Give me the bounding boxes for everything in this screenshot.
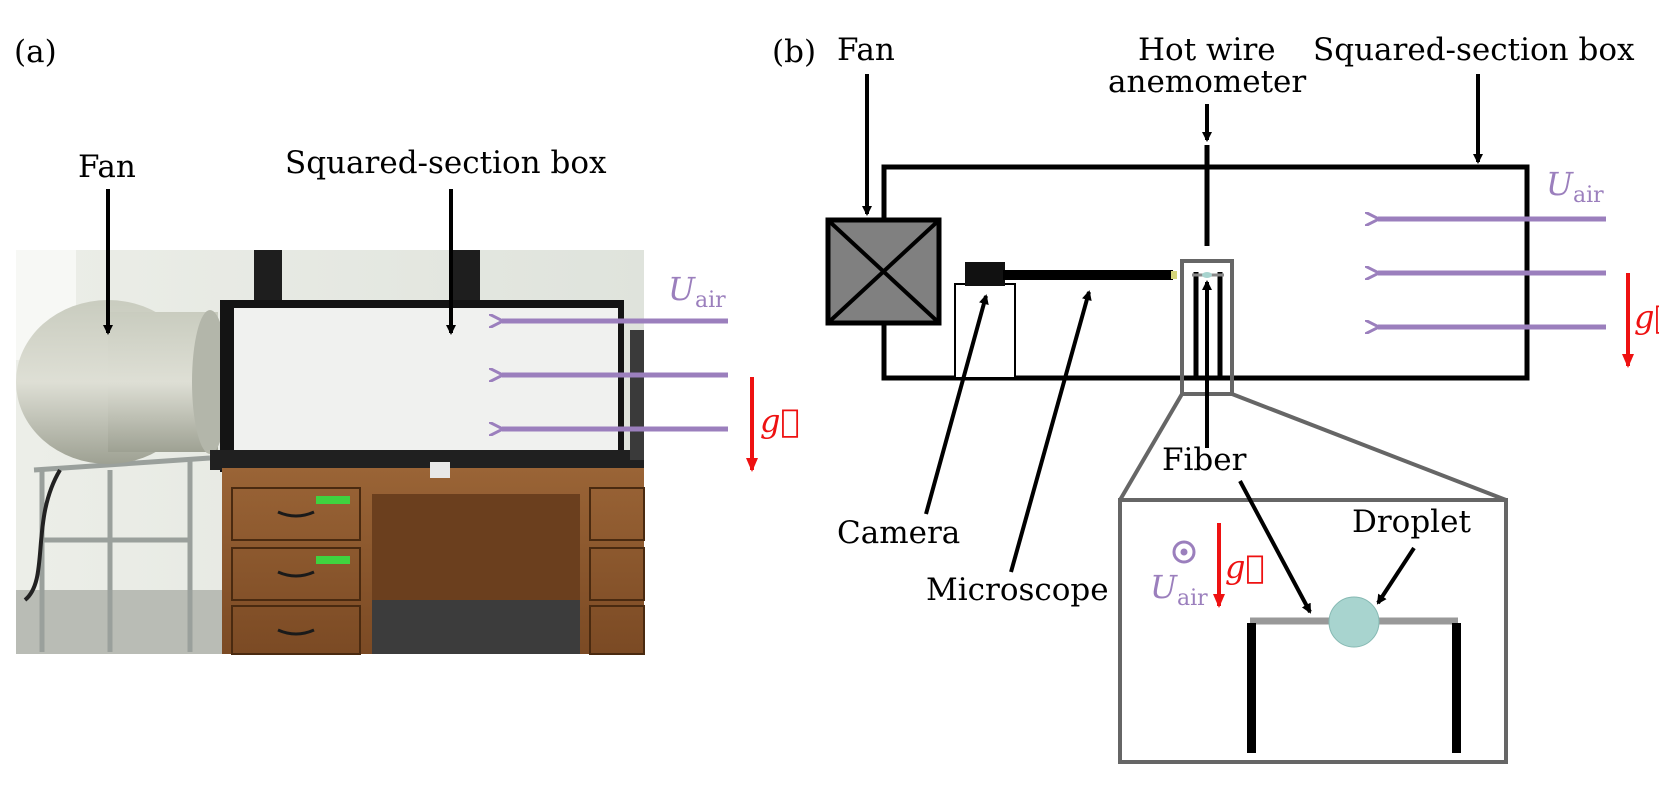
panel-a-box-label: Squared-section box <box>285 145 607 181</box>
panel-a: (a) <box>14 34 800 655</box>
green-tag-middle <box>316 556 350 564</box>
fan-stand <box>33 455 211 652</box>
zoom-line-right <box>1231 392 1507 502</box>
camera-body <box>965 262 1005 286</box>
fan-symbol <box>825 217 942 326</box>
box-right-edge <box>630 330 644 460</box>
uair-out-of-plane-icon <box>1172 540 1196 564</box>
panel-a-fan-label: Fan <box>78 149 136 185</box>
panel-a-airflow-arrows <box>502 321 728 429</box>
panel-b-tag: (b) <box>772 34 816 70</box>
microscope-tube <box>1003 270 1173 280</box>
panel-a-gravity-arrowhead <box>746 458 758 472</box>
hotwire-label-line1: Hot wire <box>1138 32 1276 68</box>
droplet-inset: Fiber Droplet Uair g⃗ <box>1118 442 1508 764</box>
desk-knee-floor <box>372 600 580 654</box>
fiber-arrow <box>1238 480 1312 614</box>
camera-arrow <box>924 294 989 515</box>
uair-out-of-plane-dot <box>1180 548 1188 556</box>
panel-b-airflow-arrows <box>1378 219 1606 327</box>
box-base-plate <box>210 450 644 470</box>
panel-b-box-label: Squared-section box <box>1313 32 1635 68</box>
green-tag-top <box>316 496 350 504</box>
panel-b-gravity-arrowhead <box>1622 354 1634 368</box>
panel-a-tag: (a) <box>14 34 57 70</box>
droplet-label: Droplet <box>1352 504 1471 540</box>
setup-photograph <box>16 250 645 655</box>
panel-a-uair-label: Uair <box>668 270 726 313</box>
inset-right-support <box>1452 623 1461 753</box>
inset-gravity-arrowhead <box>1213 594 1225 608</box>
droplet-arrow <box>1376 546 1416 605</box>
microscope-tip <box>1171 271 1177 279</box>
inset-frame <box>1118 498 1508 764</box>
desk-drawers <box>231 487 645 655</box>
fan-cable <box>23 468 62 602</box>
hotwire-label-line2: anemometer <box>1108 64 1306 100</box>
panel-b-fan-label: Fan <box>837 32 895 68</box>
fiber-label: Fiber <box>1162 442 1247 478</box>
panel-a-gravity-label: g⃗ <box>760 402 800 440</box>
panel-b-uair-label: Uair <box>1546 165 1604 208</box>
panel-b: (b) Fan Hot wire anemometer Squared-sect… <box>772 32 1659 764</box>
inset-left-support <box>1247 623 1256 753</box>
inset-uair-label: Uair <box>1150 568 1208 611</box>
camera-label: Camera <box>837 515 960 551</box>
microscope-label: Microscope <box>926 572 1109 608</box>
fiber-holder <box>1180 259 1234 396</box>
droplet <box>1328 596 1380 648</box>
desk-label-plate <box>430 462 450 478</box>
drawer-handles <box>277 510 315 636</box>
zoom-line-left <box>1118 392 1184 502</box>
inset-gravity-label: g⃗ <box>1225 548 1265 586</box>
fan-outlet-ring <box>192 310 228 454</box>
microscope-arrow <box>1009 290 1092 573</box>
panel-b-gravity-label: g⃗ <box>1634 298 1659 336</box>
box-panel <box>234 308 618 468</box>
